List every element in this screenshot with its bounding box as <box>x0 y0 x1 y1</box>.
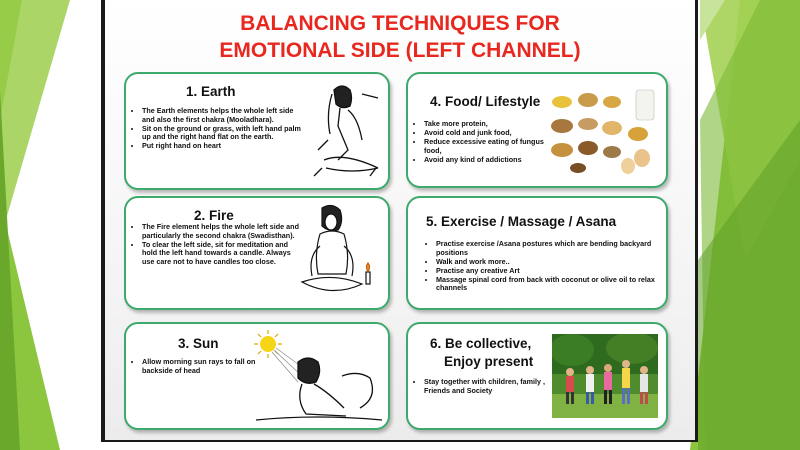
list-item: The Earth elements helps the whole left … <box>142 106 302 124</box>
card-title: 3. Sun <box>178 336 219 351</box>
list-item: Stay together with children, family , Fr… <box>424 377 556 395</box>
card-sun: 3. Sun Allow morning sun rays to fall on… <box>124 322 390 430</box>
bullet-list: Stay together with children, family , Fr… <box>414 377 556 396</box>
list-item: Take more protein, <box>424 119 556 129</box>
card-fire: 2. Fire The Fire element helps the whole… <box>124 196 390 310</box>
bullet-list: The Fire element helps the whole left si… <box>132 222 302 267</box>
list-item: Put right hand on heart <box>142 142 302 151</box>
slide-title-line2: EMOTIONAL SIDE (LEFT CHANNEL) <box>219 39 581 62</box>
card-title-line2: Enjoy present <box>444 354 534 369</box>
list-item: Walk and work more.. <box>436 257 658 267</box>
list-item: Sit on the ground or grass, with left ha… <box>142 124 302 142</box>
card-earth: 1. Earth The Earth elements helps the wh… <box>124 72 390 190</box>
bullet-list: The Earth elements helps the whole left … <box>132 106 302 151</box>
list-item: Massage spinal cord from back with cocon… <box>436 275 658 293</box>
person-meditating-candle-illustration <box>300 204 371 292</box>
card-title: 1. Earth <box>186 84 236 99</box>
card-title: 4. Food/ Lifestyle <box>430 94 541 109</box>
slide-title-line1: BALANCING TECHNIQUES FOR <box>240 12 560 35</box>
list-item: To clear the left side, sit for meditati… <box>142 240 302 267</box>
list-item: Reduce excessive eating of fungus food, <box>424 137 556 155</box>
list-item: Avoid any kind of addictions <box>424 155 556 165</box>
slide: BALANCING TECHNIQUES FOR EMOTIONAL SIDE … <box>105 0 695 440</box>
card-exercise-massage-asana: 5. Exercise / Massage / Asana Practise e… <box>406 196 668 310</box>
list-item: Practise exercise /Asana postures which … <box>436 239 658 257</box>
bullet-list: Take more protein, Avoid cold and junk f… <box>414 119 556 165</box>
list-item: Avoid cold and junk food, <box>424 128 556 138</box>
card-title: 2. Fire <box>194 208 234 223</box>
card-food-lifestyle: 4. Food/ Lifestyle Take more protein, Av… <box>406 72 668 188</box>
person-sitting-illustration <box>313 85 379 177</box>
list-item: Practise any creative Art <box>436 266 658 276</box>
children-running-photo <box>552 334 658 418</box>
list-item: Allow morning sun rays to fall on backsi… <box>142 357 262 375</box>
card-title: 5. Exercise / Massage / Asana <box>426 214 617 229</box>
person-sun-illustration <box>254 330 383 421</box>
card-title-line1: 6. Be collective, <box>430 336 532 351</box>
healthy-food-photo <box>551 89 655 174</box>
bullet-list: Allow morning sun rays to fall on backsi… <box>132 357 262 376</box>
bullet-list: Practise exercise /Asana postures which … <box>426 239 658 294</box>
card-be-collective: 6. Be collective, Enjoy present Stay tog… <box>406 322 668 430</box>
list-item: The Fire element helps the whole left si… <box>142 222 302 240</box>
